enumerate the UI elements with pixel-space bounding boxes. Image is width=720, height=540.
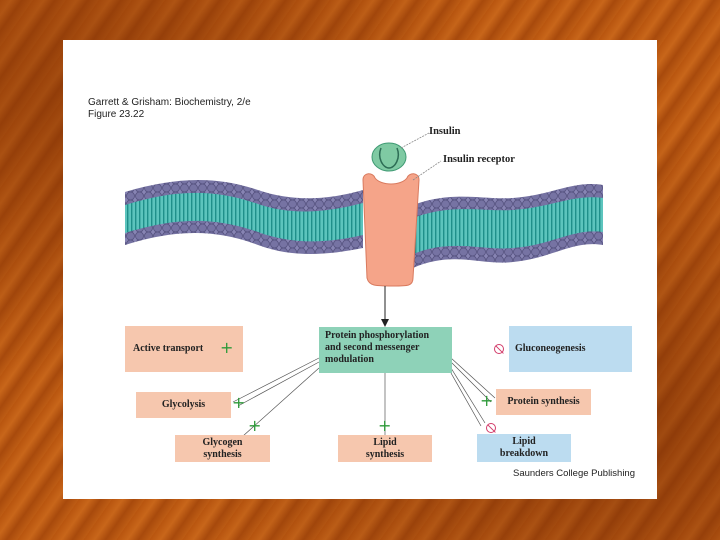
- lipid-breakdown-inhibit-icon: [486, 423, 496, 433]
- insulin-receptor-label: Insulin receptor: [443, 154, 515, 165]
- center-box-line-1: Protein phosphorylation: [325, 330, 429, 341]
- protein-synthesis-label: Protein synthesis: [507, 396, 580, 407]
- glycogen-synthesis-line-2: synthesis: [203, 448, 242, 460]
- figure-source: Garrett & Grisham: Biochemistry, 2/e: [88, 97, 251, 108]
- protein-synthesis-box: Protein synthesis: [496, 389, 591, 415]
- gluconeogenesis-box: Gluconeogenesis: [509, 326, 632, 372]
- glycogen-synthesis-line-1: Glycogen: [202, 436, 243, 448]
- active-transport-label: Active transport: [133, 343, 204, 354]
- glycolysis-label: Glycolysis: [161, 399, 206, 410]
- lipid-breakdown-line-1: Lipid: [512, 436, 536, 447]
- lipid-synthesis-line-2: synthesis: [365, 448, 405, 460]
- active-transport-box: Active transport: [125, 326, 243, 372]
- glycolysis-box: Glycolysis: [136, 392, 231, 418]
- lipid-bilayer-left: [125, 180, 363, 254]
- insulin-molecule: [371, 142, 407, 172]
- membrane-diagram: [125, 132, 603, 437]
- lipid-synthesis-stimulate-sign: +: [378, 416, 392, 435]
- lipid-breakdown-line-2: breakdown: [499, 448, 549, 459]
- glycolysis-stimulate-sign: +: [232, 393, 246, 412]
- lipid-breakdown-box: Lipid breakdown: [477, 434, 571, 462]
- figure-slide: Garrett & Grisham: Biochemistry, 2/e Fig…: [63, 40, 657, 499]
- figure-number: Figure 23.22: [88, 109, 145, 120]
- active-transport-stimulate-sign: +: [220, 338, 234, 357]
- protein-synthesis-stimulate-sign: +: [480, 391, 494, 410]
- connector-lines: [232, 357, 496, 437]
- lipid-synthesis-line-1: Lipid: [373, 436, 397, 448]
- publisher-credit: Saunders College Publishing: [513, 468, 635, 479]
- glycogen-synthesis-stimulate-sign: +: [248, 416, 262, 435]
- gluconeogenesis-inhibit-icon: [494, 344, 504, 354]
- gluconeogenesis-label: Gluconeogenesis: [515, 343, 586, 354]
- glycogen-synthesis-box: Glycogen synthesis: [175, 435, 270, 462]
- insulin-receptor: [362, 173, 420, 287]
- center-box-line-2: and second messenger: [325, 342, 420, 353]
- protein-phosphorylation-box: Protein phosphorylation and second messe…: [319, 327, 452, 373]
- lipid-synthesis-box: Lipid synthesis: [338, 435, 432, 462]
- center-box-line-3: modulation: [325, 354, 374, 365]
- insulin-label: Insulin: [429, 126, 461, 137]
- lipid-bilayer-right: [413, 183, 603, 268]
